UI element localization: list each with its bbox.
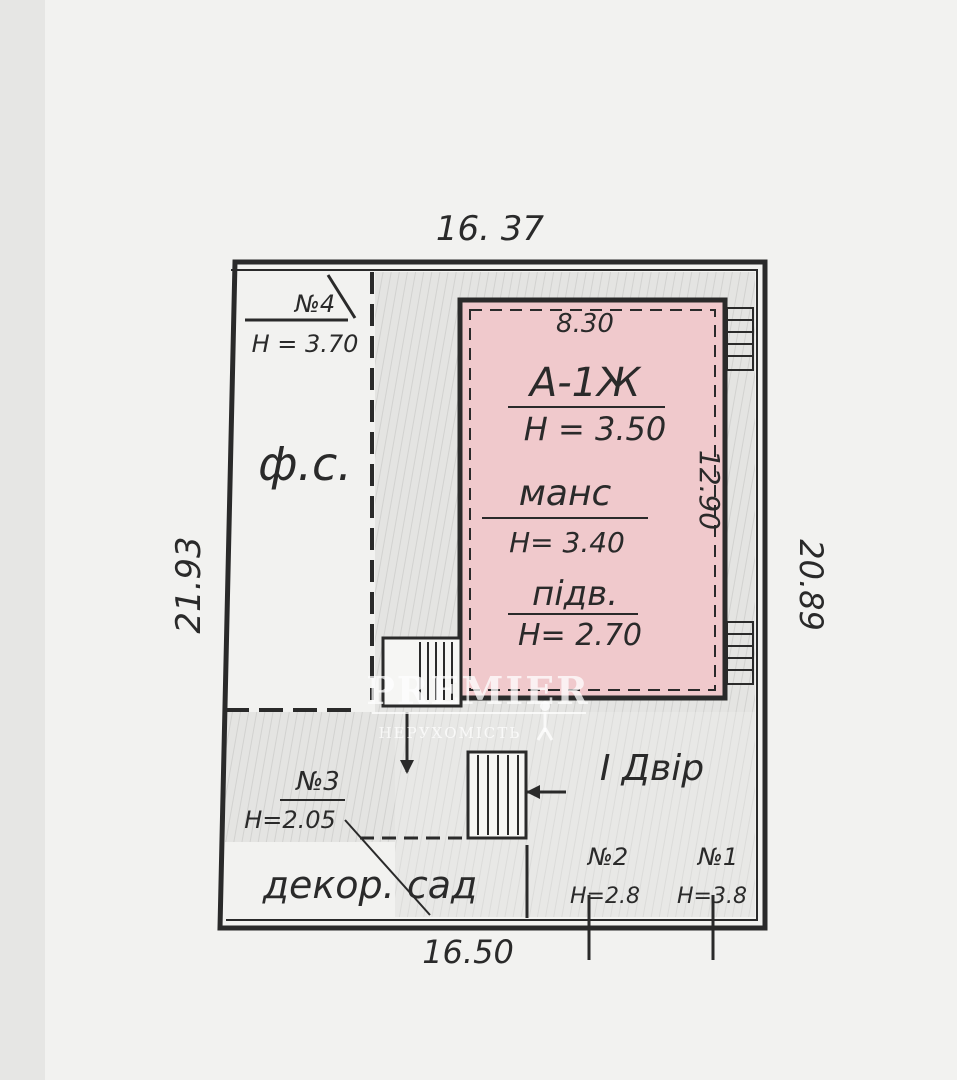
shaded-area-n3 bbox=[225, 712, 395, 842]
basement-height: Н= 2.70 bbox=[518, 618, 642, 653]
annex-n4-number: №4 bbox=[293, 290, 335, 318]
main-building-inner-dashed bbox=[469, 309, 716, 691]
stair-west-treads bbox=[419, 642, 453, 700]
dimension-bottom: 16.50 bbox=[422, 933, 514, 971]
dimension-right: 20.89 bbox=[792, 539, 830, 631]
stair-west bbox=[381, 636, 463, 708]
plot-boundary bbox=[217, 259, 768, 931]
basement-label: підв. bbox=[532, 574, 618, 614]
shaded-area-yard bbox=[395, 712, 755, 917]
area-yard-label: I Двір bbox=[600, 748, 704, 789]
entrance-arrow-yard-head bbox=[526, 785, 540, 799]
dimension-inner-width: 8.30 bbox=[556, 309, 614, 339]
premier-watermark: PREMIER НЕРУХОМІСТЬ bbox=[366, 668, 590, 742]
annex-n4-hatch bbox=[326, 274, 357, 319]
annex-n3-height: Н=2.05 bbox=[244, 806, 336, 834]
stair-east-top bbox=[726, 307, 754, 371]
annex-n3-number: №3 bbox=[294, 767, 340, 797]
dimension-inner-height: 12.90 bbox=[693, 450, 726, 530]
entrance-arrow-west-head bbox=[400, 760, 414, 774]
annex-n2-number: №2 bbox=[586, 843, 628, 871]
watermark-brand: PREMIER bbox=[366, 668, 590, 713]
attic-height: Н= 3.40 bbox=[509, 526, 625, 559]
paper-shadow bbox=[0, 0, 45, 1080]
stair-east-bottom bbox=[726, 621, 754, 685]
annex-n1-number: №1 bbox=[696, 843, 738, 871]
dimension-left: 21.93 bbox=[169, 536, 209, 633]
main-building-height: Н = 3.50 bbox=[524, 410, 666, 448]
watermark-figure-icon bbox=[540, 701, 550, 711]
annex-n1-height: Н=3.8 bbox=[677, 884, 747, 909]
annex-n4-height: Н = 3.70 bbox=[252, 330, 359, 358]
attic-label: манс bbox=[519, 473, 612, 514]
area-garden-label: декор. сад bbox=[262, 863, 478, 907]
garden-diagonal bbox=[344, 819, 431, 916]
main-building bbox=[457, 297, 728, 701]
main-building-label: А-1Ж bbox=[527, 360, 642, 406]
watermark-tagline: НЕРУХОМІСТЬ bbox=[379, 724, 522, 742]
plot-boundary-inner bbox=[226, 269, 758, 921]
annex-n2-height: Н=2.8 bbox=[570, 884, 640, 909]
stair-yard-treads bbox=[477, 755, 519, 835]
dimension-top: 16. 37 bbox=[436, 209, 545, 249]
area-fs-label: ф.с. bbox=[258, 437, 352, 491]
